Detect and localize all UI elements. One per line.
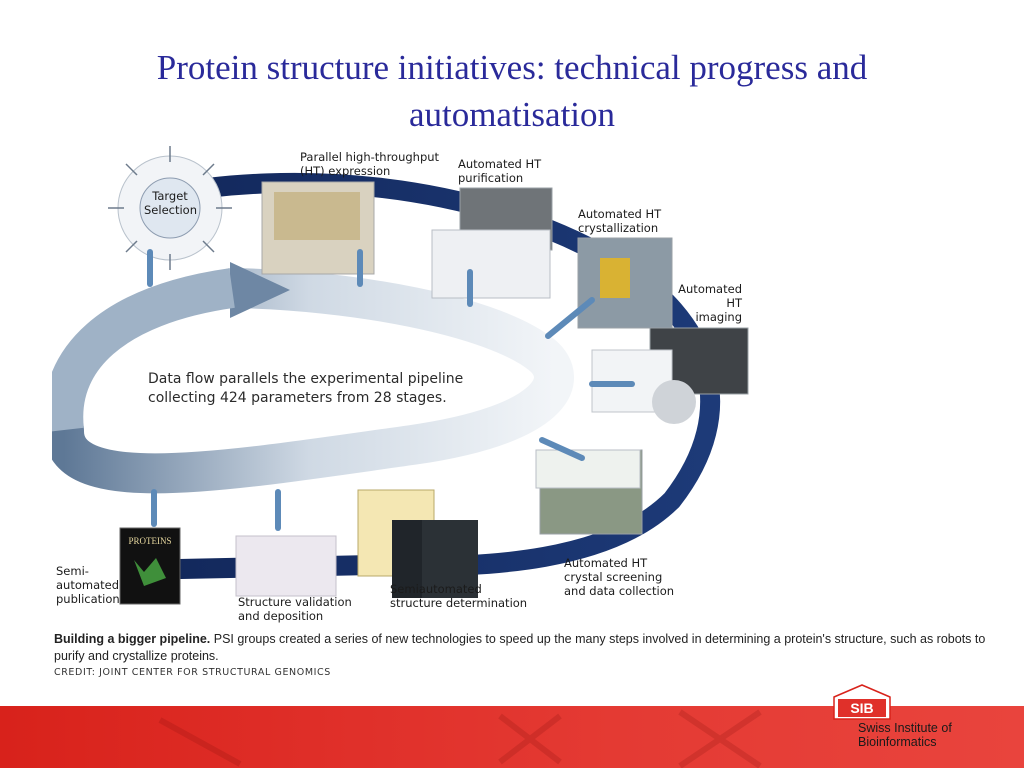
screening-label-line-1: Automated HT <box>564 556 648 570</box>
crystallization-label: Automated HT crystallization <box>578 207 661 235</box>
publication-label-line-2: automated <box>56 578 120 592</box>
crystallization-label-line-1: Automated HT <box>578 207 662 221</box>
title-line-2: automatisation <box>408 95 616 134</box>
imaging-label: Automated HT imaging <box>670 282 742 324</box>
data-flow-line-2: collecting 424 parameters from 28 stages… <box>148 390 447 406</box>
target-selection-line-1: Target <box>152 189 188 203</box>
determination-label-line-2: structure determination <box>390 596 528 610</box>
purification-label: Automated HT purification <box>458 157 541 185</box>
crystallization-label-line-2: crystallization <box>578 221 659 235</box>
data-flow-ring-left <box>52 268 235 432</box>
slide-title: Protein structure initiatives: technical… <box>60 44 964 138</box>
validation-label-line-1: Structure validation <box>238 595 352 609</box>
imaging-label-line-1: Automated <box>678 282 742 296</box>
imaging-label-line-2: HT <box>726 296 742 310</box>
target-selection-label: Target Selection <box>144 189 197 217</box>
expression-label-line-2: (HT) expression <box>300 164 391 178</box>
data-flow-arrowhead <box>230 262 290 318</box>
sib-name: Swiss Institute of Bioinformatics <box>858 721 952 749</box>
sib-logo-text: SIB <box>850 700 873 716</box>
data-flow-line-1: Data flow parallels the experimental pip… <box>148 371 464 387</box>
purification-label-line-2: purification <box>458 171 524 185</box>
determination-label-line-1: Semiautomated <box>390 582 482 596</box>
caption-bold: Building a bigger pipeline. <box>54 632 211 646</box>
target-selection-line-2: Selection <box>144 203 197 217</box>
caption-text: PSI groups created a series of new techn… <box>54 632 986 663</box>
expression-label-line-1: Parallel high-throughput <box>300 150 440 164</box>
publication-label: Semi- automated publication <box>56 564 120 606</box>
target-selection-graphic <box>108 146 232 270</box>
sib-logo: SIB <box>833 684 891 720</box>
purification-label-line-1: Automated HT <box>458 157 542 171</box>
pipeline-figure: PROTEINS Parallel high-throughput (HT) e… <box>52 140 772 623</box>
screening-label-line-2: crystal screening <box>564 570 663 584</box>
figure-credit: CREDIT: JOINT CENTER FOR STRUCTURAL GENO… <box>54 667 331 678</box>
publication-label-line-3: publication <box>56 592 120 606</box>
screening-label-line-3: and data collection <box>564 584 675 598</box>
determination-label: Semiautomated structure determination <box>390 582 527 610</box>
data-flow-ring <box>52 268 574 494</box>
imaging-label-line-3: imaging <box>695 310 742 324</box>
validation-panel <box>235 535 337 597</box>
expression-label: Parallel high-throughput (HT) expression <box>300 150 439 178</box>
connector-arrows <box>147 249 635 531</box>
journal-cover-title: PROTEINS <box>128 536 171 546</box>
data-flow-text: Data flow parallels the experimental pip… <box>148 370 463 408</box>
sib-name-line-1: Swiss Institute of <box>858 721 952 735</box>
footer-pattern <box>158 709 762 768</box>
title-line-1: Protein structure initiatives: technical… <box>156 48 868 87</box>
journal-cover-molecule <box>134 558 166 586</box>
publication-label-line-1: Semi- <box>56 564 89 578</box>
sib-name-line-2: Bioinformatics <box>858 735 937 749</box>
validation-label: Structure validation and deposition <box>238 595 352 623</box>
figure-caption: Building a bigger pipeline. PSI groups c… <box>54 631 1014 665</box>
validation-label-line-2: and deposition <box>238 609 324 623</box>
pipeline-graphics: PROTEINS <box>52 146 749 605</box>
screening-label: Automated HT crystal screening and data … <box>564 556 674 598</box>
